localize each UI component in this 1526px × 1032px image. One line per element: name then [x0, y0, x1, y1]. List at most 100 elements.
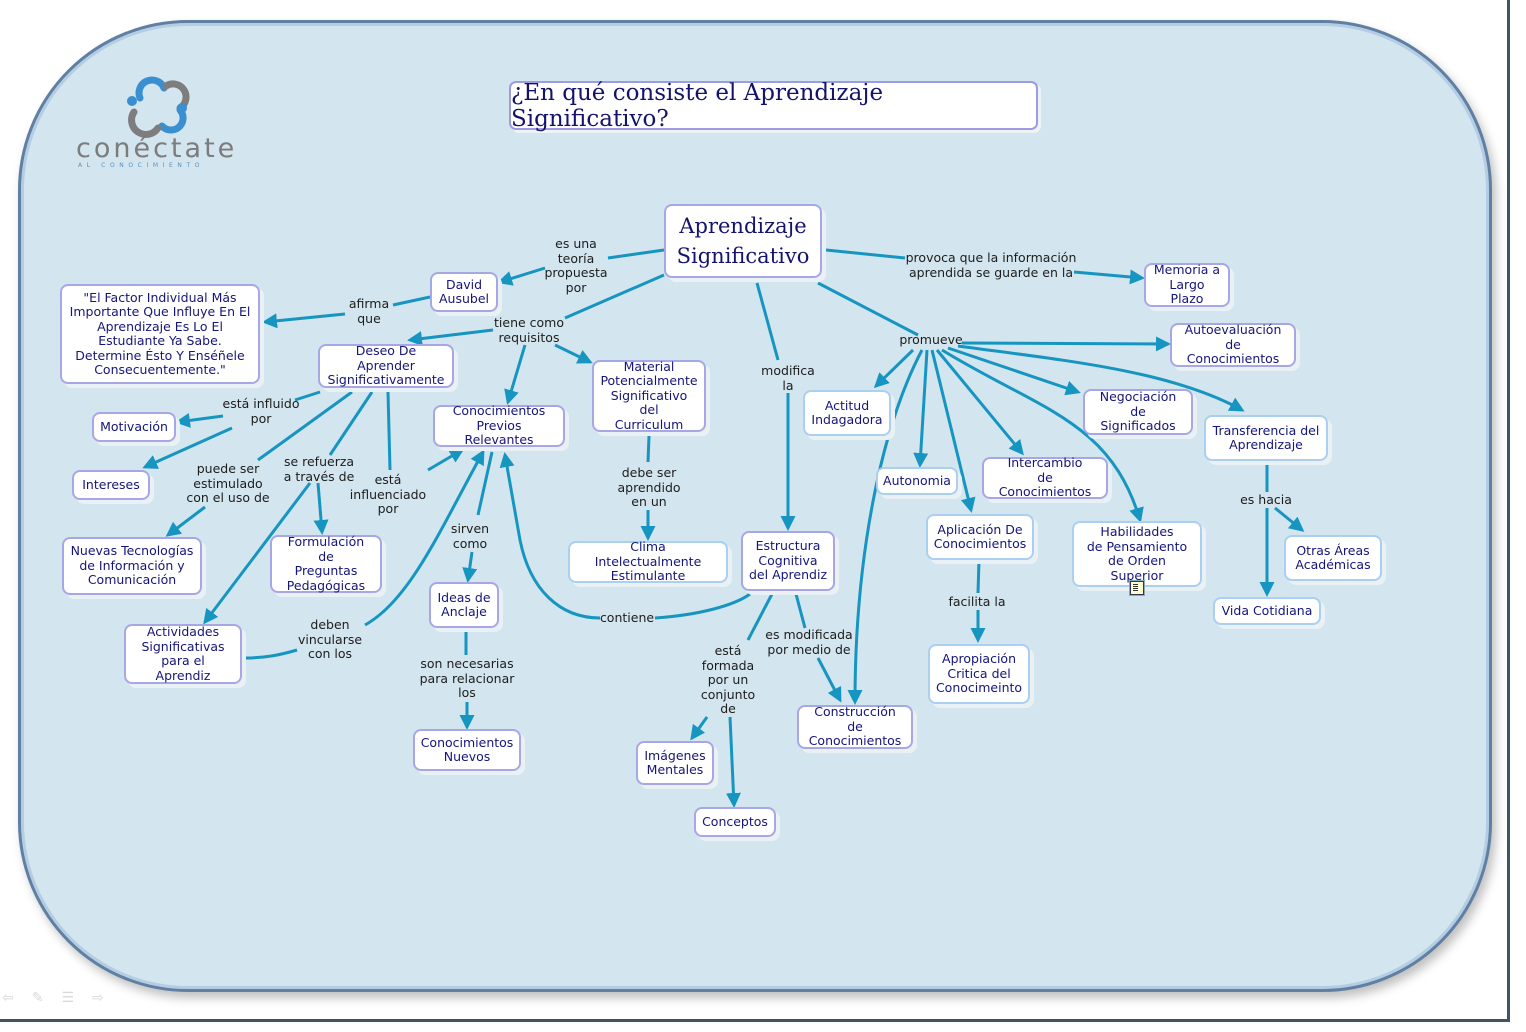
link-promueve-transferencia — [957, 344, 1245, 412]
link-main-requisitos — [564, 273, 665, 320]
label-promueve: promueve — [899, 332, 963, 347]
label-modifica: modifica la — [761, 363, 815, 393]
link-promueve-habilidades — [941, 348, 1144, 523]
pen-icon[interactable]: ✎ — [31, 990, 62, 1006]
link-teoria-ausubel — [497, 266, 546, 286]
link-previos-sirven — [476, 451, 494, 516]
label-facilita: facilita la — [948, 594, 1006, 609]
label-influido: está influido por — [222, 396, 300, 426]
link-influido-intereses — [142, 426, 233, 469]
link-promueve-intercambio — [935, 349, 1024, 456]
node-transferencia-aprendizaje[interactable]: Transferencia del Aprendizaje — [1204, 415, 1328, 461]
link-deseo-influido — [294, 390, 321, 402]
logo-subtitle: AL CONOCIMIENTO — [78, 162, 205, 169]
node-imagenes-mentales[interactable]: Imágenes Mentales — [636, 741, 714, 785]
map-title: ¿En qué consiste el Aprendizaje Signific… — [509, 80, 1038, 132]
menu-icon[interactable]: ☰ — [61, 990, 93, 1006]
node-nuevas-tecnologias[interactable]: Nuevas Tecnologías de Información y Comu… — [62, 537, 202, 595]
label-afirma: afirma que — [348, 296, 390, 326]
node-vida-cotidiana[interactable]: Vida Cotidiana — [1213, 597, 1321, 625]
link-main-promueve — [817, 281, 919, 337]
node-conceptos[interactable]: Conceptos — [694, 807, 776, 837]
link-refuerza-actividades — [203, 482, 312, 625]
node-actitud-indagadora[interactable]: Actitud Indagadora — [803, 390, 891, 436]
link-promueve-construccion — [847, 349, 924, 705]
node-apropiacion-critica[interactable]: Apropiación Critica del Conocimeinto — [928, 644, 1030, 704]
node-conocimientos-nuevos[interactable]: Conocimientos Nuevos — [413, 729, 521, 771]
node-actividades-significativas[interactable]: Actividades Significativas para el Apren… — [124, 624, 242, 684]
logo-icon — [127, 76, 190, 138]
node-construccion-conocimientos[interactable]: Construcción de Conocimientos — [797, 705, 913, 749]
link-promueve-autoevaluacion — [961, 336, 1171, 352]
arrow-right-icon[interactable]: ⇨ — [92, 990, 122, 1006]
link-requisitos-material — [554, 343, 593, 364]
node-david-ausubel[interactable]: David Ausubel — [430, 272, 498, 312]
node-habilidades-label: Habilidades de Pensamiento de Orden Supe… — [1086, 524, 1188, 583]
logo-text: conéctate — [76, 133, 238, 164]
link-estimulado-tecnologias — [165, 505, 206, 537]
link-main-teoria — [607, 248, 665, 260]
label-refuerza: se refuerza a través de — [283, 454, 355, 484]
link-ausubel-afirma — [392, 295, 431, 307]
node-clima-intelectual[interactable]: Clima Intelectualmente Estimulante — [568, 540, 728, 583]
node-intercambio-conocimientos[interactable]: Intercambio de Conocimientos — [982, 456, 1108, 499]
link-promueve-autonomia — [913, 349, 929, 468]
label-teoria: es una teoría propuesta por — [544, 236, 608, 295]
link-requisitos-deseo — [407, 328, 494, 347]
link-modificada-construccion — [816, 657, 842, 703]
label-provoca: provoca que la información aprendida se … — [905, 250, 1077, 280]
label-contiene: contiene — [599, 610, 655, 625]
link-afirma-quote — [262, 312, 346, 329]
link-influido-motivacion — [175, 412, 224, 428]
link-estructura-formada — [746, 593, 774, 641]
node-aprendizaje-significativo[interactable]: Aprendizaje Significativo — [664, 204, 822, 278]
link-contiene-previos — [499, 452, 601, 620]
link-deseo-estimulado — [257, 390, 353, 462]
link-provoca-memoria — [1073, 269, 1145, 285]
node-aplicacion-conocimientos[interactable]: Aplicación De Conocimientos — [926, 514, 1034, 560]
link-formada-conceptos — [725, 716, 741, 808]
label-necesarias: son necesarias para relacionar los — [419, 656, 515, 700]
node-motivacion[interactable]: Motivación — [92, 412, 176, 442]
node-estructura-cognitiva[interactable]: Estructura Cognitiva del Aprendiz — [741, 531, 835, 591]
link-promueve-negociacion — [947, 346, 1081, 396]
link-main-provoca — [825, 248, 906, 260]
node-material-potencialmente[interactable]: Material Potencialmente Significativo de… — [592, 359, 706, 432]
note-icon[interactable] — [1130, 581, 1144, 595]
node-ideas-anclaje[interactable]: Ideas de Anclaje — [429, 582, 499, 628]
label-requisitos: tiene como requisitos — [494, 315, 564, 345]
node-negociacion-significados[interactable]: Negociación de Significados — [1083, 389, 1193, 435]
node-autoevaluacion[interactable]: Autoevaluación de Conocimientos — [1170, 323, 1296, 367]
link-actividades-vincularse — [244, 648, 298, 660]
label-formada: está formada por un conjunto de — [700, 643, 756, 716]
link-influenciado-previos — [427, 448, 465, 472]
node-habilidades-pensamiento[interactable]: Habilidades de Pensamiento de Orden Supe… — [1072, 521, 1202, 595]
label-debe-ser: debe ser aprendido en un — [617, 465, 681, 509]
window-border-bottom — [0, 1019, 1510, 1022]
window-border-right — [1507, 0, 1510, 1022]
node-formulacion-preguntas[interactable]: Formulación de Preguntas Pedagógicas — [270, 534, 382, 593]
link-eshacia-otras — [1274, 506, 1305, 532]
node-memoria-largo-plazo[interactable]: Memoria a Largo Plazo — [1144, 263, 1230, 307]
link-requisitos-previos — [504, 344, 527, 405]
node-intereses[interactable]: Intereses — [72, 470, 150, 500]
label-sirven: sirven como — [450, 521, 490, 551]
arrow-left-icon[interactable]: ⇦ — [2, 990, 32, 1006]
link-material-debe — [646, 435, 651, 463]
link-refuerza-formulacion — [313, 482, 329, 535]
link-vincularse-previos — [364, 449, 485, 627]
link-deseo-influenciado — [386, 391, 392, 471]
label-modificada: es modificada por medio de — [765, 627, 853, 657]
label-es-hacia: es hacia — [1240, 492, 1292, 507]
node-conocimientos-previos[interactable]: Conocimientos Previos Relevantes — [433, 404, 565, 447]
node-deseo-aprender[interactable]: Deseo De Aprender Significativamente — [318, 344, 454, 388]
link-aplicacion-facilita — [976, 559, 981, 594]
slide-nav: ⇦✎☰⇨ — [2, 990, 122, 1006]
node-quote[interactable]: "El Factor Individual Más Importante Que… — [60, 284, 260, 384]
node-otras-areas[interactable]: Otras Áreas Académicas — [1284, 535, 1382, 581]
label-influenciado: está influenciado por — [349, 472, 427, 516]
node-autonomia[interactable]: Autonomia — [876, 467, 958, 495]
link-deseo-refuerza — [328, 391, 374, 456]
link-sirven-anclaje — [462, 551, 478, 583]
link-estructura-contiene — [654, 592, 751, 620]
